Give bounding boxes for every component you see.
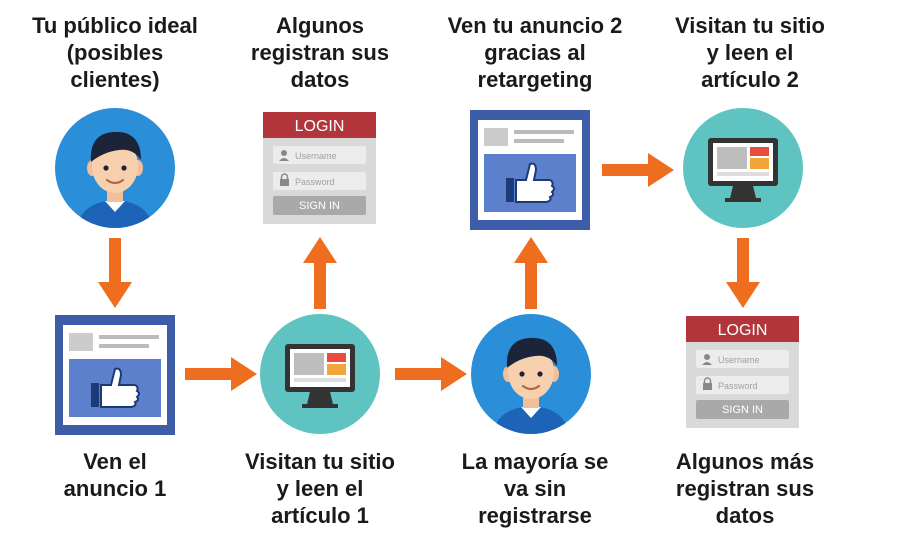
- label-register-2: Algunos más registran sus datos: [675, 449, 815, 528]
- monitor-icon: [683, 108, 803, 228]
- sign-in-button: SIGN IN: [722, 404, 763, 416]
- label-ad-1: Ven el anuncio 1: [63, 449, 167, 501]
- username-placeholder: Username: [295, 151, 337, 161]
- arrow-icon: [98, 238, 132, 308]
- login-form-icon: LOGIN Username Password SIGN IN: [263, 112, 376, 224]
- arrow-icon: [726, 238, 760, 308]
- person-icon: [471, 314, 591, 434]
- arrow-icon: [514, 237, 548, 309]
- arrow-icon: [303, 237, 337, 309]
- password-placeholder: Password: [718, 381, 758, 391]
- label-visit-1: Visitan tu sitio y leen el artículo 1: [245, 449, 395, 528]
- arrow-icon: [395, 357, 467, 391]
- username-placeholder: Username: [718, 355, 760, 365]
- person-icon: [55, 108, 175, 228]
- ad-like-icon: [55, 315, 175, 435]
- label-register-1: Algunos registran sus datos: [250, 13, 390, 92]
- sign-in-button: SIGN IN: [299, 200, 340, 212]
- label-majority: La mayoría se va sin registrarse: [461, 449, 609, 528]
- label-audience: Tu público ideal (posibles clientes): [32, 13, 198, 92]
- login-title: LOGIN: [295, 118, 345, 135]
- ad-like-icon: [470, 110, 590, 230]
- login-title: LOGIN: [718, 322, 768, 339]
- login-form-icon: LOGIN Username Password SIGN IN: [686, 316, 799, 428]
- label-visit-2: Visitan tu sitio y leen el artículo 2: [675, 13, 825, 92]
- label-ad-2: Ven tu anuncio 2 gracias al retargeting: [447, 13, 623, 92]
- password-placeholder: Password: [295, 177, 335, 187]
- monitor-icon: [260, 314, 380, 434]
- arrow-icon: [602, 153, 674, 187]
- arrow-icon: [185, 357, 257, 391]
